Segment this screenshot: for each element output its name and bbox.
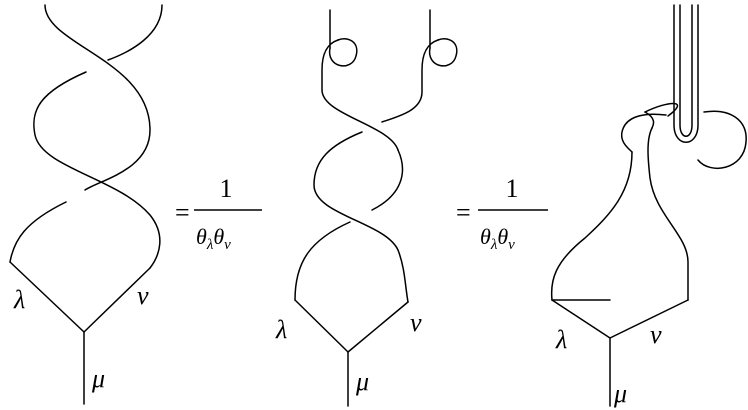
label-lambda-1: λ bbox=[13, 285, 25, 314]
right-curl-descend-a bbox=[381, 39, 439, 123]
equation-factor-2: = 1 θλθν bbox=[456, 174, 548, 253]
body-right-side bbox=[647, 127, 689, 301]
figure-loop-encircled bbox=[550, 4, 747, 407]
left-curl-loop bbox=[329, 38, 358, 67]
hook-inner-strand bbox=[679, 4, 693, 137]
twist2-leg-lambda bbox=[294, 299, 349, 353]
hook-outer-strand bbox=[673, 4, 699, 143]
figure-twist-with-curls bbox=[294, 9, 458, 407]
left-curl-descend bbox=[321, 39, 399, 151]
label-nu-2: ν bbox=[410, 308, 422, 337]
fraction-numerator-1: 1 bbox=[220, 174, 233, 203]
right-curl-descend-b bbox=[313, 131, 409, 303]
label-nu-3: ν bbox=[650, 320, 662, 349]
twist1-upper-under-b bbox=[33, 71, 161, 269]
label-nu-1: ν bbox=[137, 281, 149, 310]
figure-double-twist bbox=[9, 4, 163, 405]
twist1-upper-under-a bbox=[107, 4, 163, 61]
base-left-diag bbox=[551, 299, 611, 339]
body-left-side bbox=[550, 151, 633, 301]
fraction-denominator-1: θλθν bbox=[196, 224, 231, 253]
label-lambda-3: λ bbox=[555, 325, 567, 354]
fraction-numerator-2: 1 bbox=[506, 174, 519, 203]
twist2-lower-under bbox=[294, 221, 351, 301]
twist2-middle-over bbox=[371, 149, 404, 211]
label-mu-3: μ bbox=[613, 379, 627, 408]
base-right bbox=[609, 299, 689, 339]
encircling-loop-left-inner bbox=[644, 102, 679, 117]
encircling-loop-back bbox=[620, 113, 667, 153]
equals-sign-2: = bbox=[456, 198, 471, 227]
twist1-upper-over-strand bbox=[44, 4, 151, 191]
equation-factor-1: = 1 θλθν bbox=[175, 174, 262, 253]
twist2-leg-nu bbox=[347, 301, 409, 353]
label-mu-1: μ bbox=[91, 364, 105, 393]
right-curl-loop bbox=[429, 38, 458, 67]
twist1-leg-lambda bbox=[9, 261, 85, 333]
twist1-leg-nu bbox=[83, 267, 151, 333]
label-mu-2: μ bbox=[355, 367, 369, 396]
encircling-loop-right bbox=[697, 110, 747, 169]
twist1-lower-under-a bbox=[9, 201, 67, 263]
equals-sign-1: = bbox=[175, 198, 190, 227]
fraction-denominator-2: θλθν bbox=[480, 224, 515, 253]
body-inner-connector bbox=[644, 111, 655, 129]
label-lambda-2: λ bbox=[275, 315, 287, 344]
